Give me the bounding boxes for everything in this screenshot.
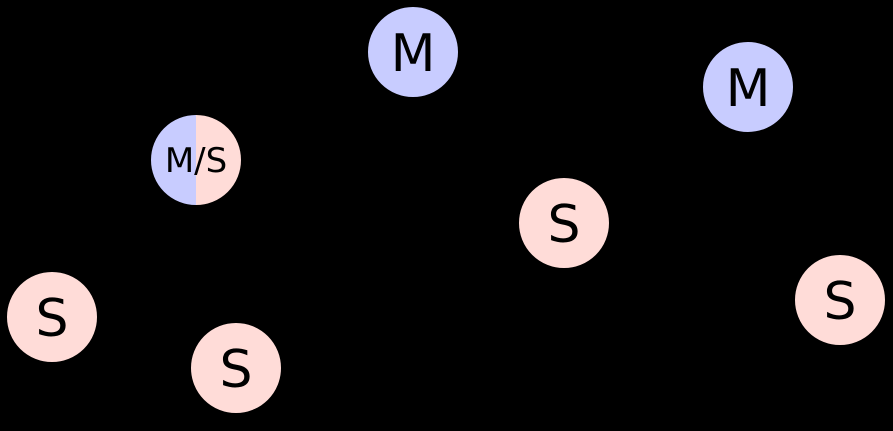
slave-node: S xyxy=(793,253,887,347)
node-master-half xyxy=(150,114,197,206)
slave-node: S xyxy=(5,270,99,364)
node-outline xyxy=(149,113,243,207)
node-circle xyxy=(793,253,887,347)
node-circle xyxy=(701,40,795,134)
node-label: M xyxy=(391,24,436,84)
node-circle xyxy=(5,270,99,364)
node-label: M xyxy=(726,59,771,119)
node-slave-half xyxy=(196,114,242,206)
node-label: S xyxy=(35,289,68,349)
node-circle xyxy=(517,176,611,270)
node-label: S xyxy=(547,195,580,255)
master-node: M xyxy=(701,40,795,134)
node-label: S xyxy=(823,272,856,332)
node-circle xyxy=(189,321,283,415)
slave-node: S xyxy=(189,321,283,415)
node-label: S xyxy=(219,340,252,400)
node-label: M/S xyxy=(165,141,227,181)
master-slave-node: M/S xyxy=(149,113,243,207)
master-node: M xyxy=(366,5,460,99)
slave-node: S xyxy=(517,176,611,270)
node-circle xyxy=(366,5,460,99)
